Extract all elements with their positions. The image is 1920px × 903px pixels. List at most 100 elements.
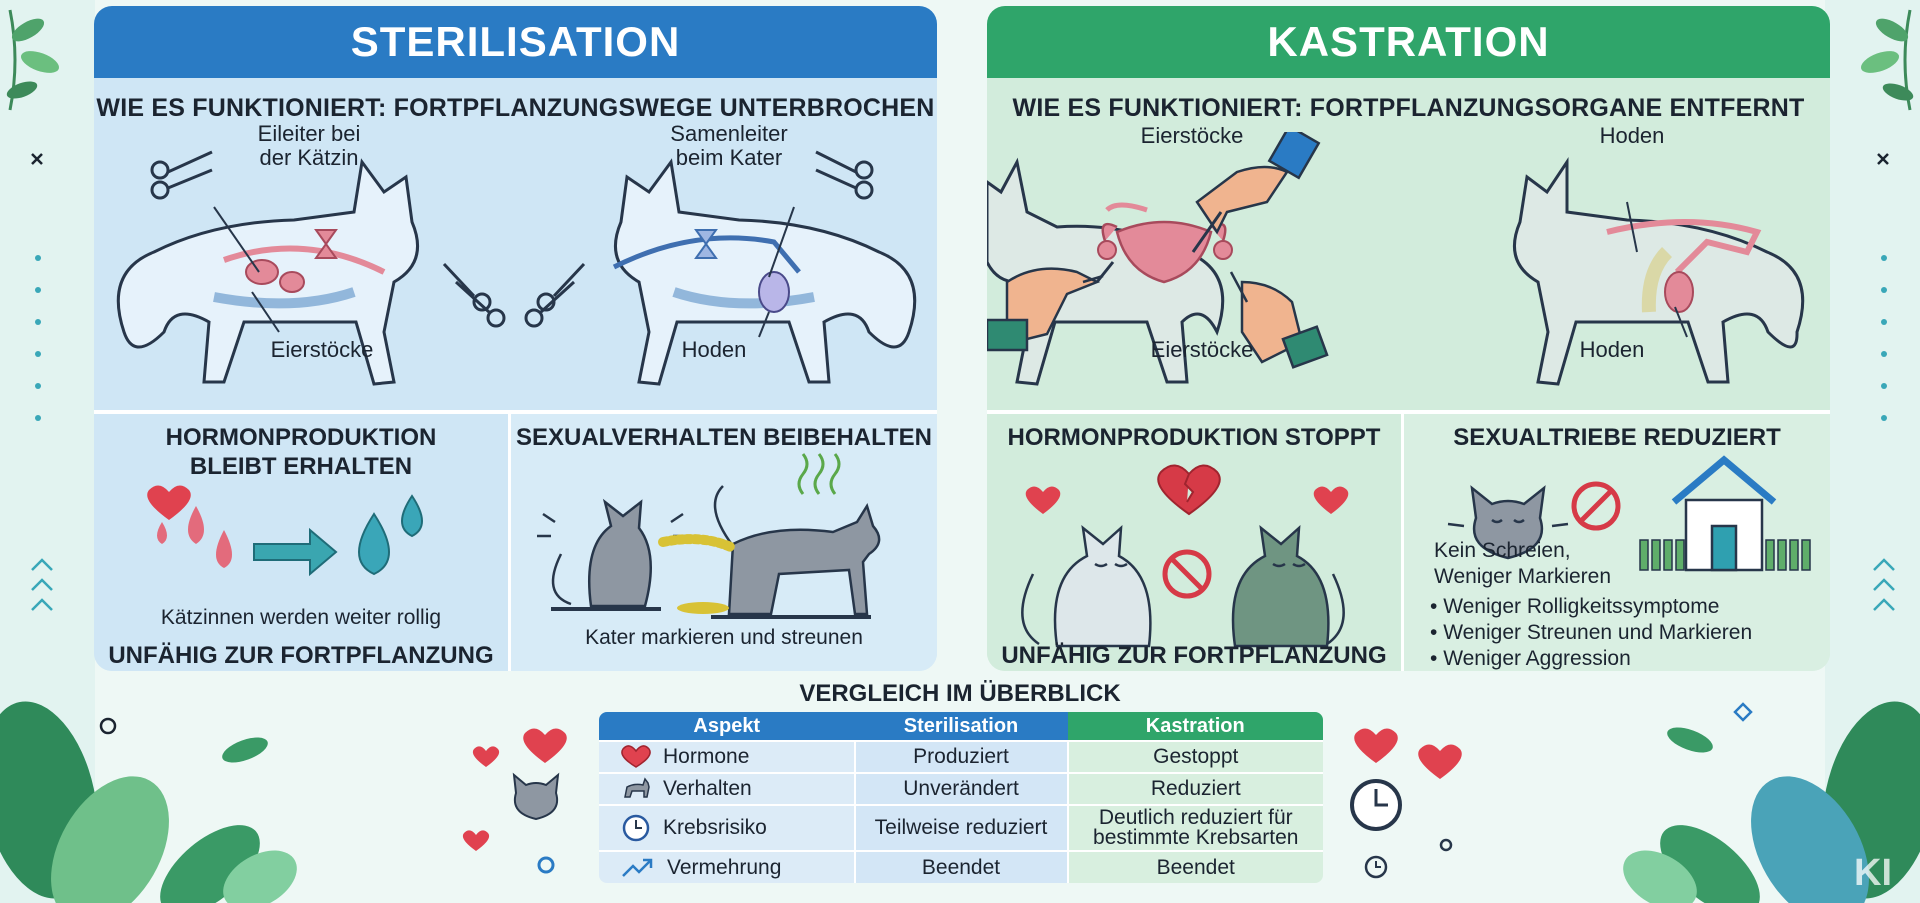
list-item: Weniger Streunen und Markieren <box>1430 620 1752 646</box>
no-sign-icon <box>1571 481 1621 531</box>
samenleiter-label: Samenleiter beim Kater <box>670 121 788 171</box>
aspect-cell: Vermehrung <box>599 850 855 883</box>
decorations-right-of-table <box>1350 728 1462 879</box>
cat-face-icon <box>1447 485 1569 560</box>
floor-line <box>711 615 871 619</box>
smell-lines <box>797 453 841 495</box>
clock-icon <box>622 814 650 842</box>
sterilisation-illustration: Eileiter bei der Kätzin Samenleiter beim… <box>94 121 937 402</box>
kastration-value: Reduziert <box>1066 772 1323 805</box>
behavior-retained-title: SEXUALVERHALTEN BEIBEHALTEN <box>515 424 932 451</box>
hand-with-forceps-icon <box>987 124 1329 369</box>
scissors-icon <box>815 150 874 200</box>
sterilisation-how-title: WIE ES FUNKTIONIERT: FORTPFLANZUNGSWEGE … <box>96 94 935 122</box>
sterilisation-value: Teilweise reduziert <box>853 804 1068 851</box>
infertile-label: UNFÄHIG ZUR FORTPFLANZUNG <box>1001 642 1387 669</box>
heart-icon <box>472 746 500 767</box>
aspect-label: Hormone <box>663 745 750 768</box>
hoden-label: Hoden <box>681 337 747 362</box>
clock-icon <box>1350 779 1402 831</box>
decorative-dots-left <box>31 153 53 611</box>
hoden-bottom-label: Hoden <box>1579 337 1645 362</box>
table-row: Verhalten Unverändert Reduziert <box>599 772 1323 805</box>
heart-icon <box>147 485 191 520</box>
column-header-aspekt: Aspekt <box>599 712 855 741</box>
trend-up-icon <box>622 858 653 877</box>
sterilisation-value: Produziert <box>853 740 1068 773</box>
spray-mark <box>658 534 738 553</box>
happy-cat-icon <box>1021 525 1152 648</box>
aspect-cell: Verhalten <box>599 772 855 805</box>
yowling-cat-icon <box>537 498 687 608</box>
scissors-icon <box>524 262 586 328</box>
aspect-label: Krebsrisiko <box>663 816 767 839</box>
heart-icon <box>1025 486 1061 514</box>
drive-reduced-title: SEXUALTRIEBE REDUZIERT <box>1453 424 1781 451</box>
hormone-retained-text: Kätzinnen werden weiter rollig <box>160 606 442 629</box>
infertile-label: UNFÄHIG ZUR FORTPFLANZUNG <box>108 642 494 669</box>
kastration-header: KASTRATION <box>987 6 1830 78</box>
male-cat-illustration <box>613 158 917 386</box>
leaf-decoration-top-right <box>1860 9 1914 111</box>
heart-icon <box>1418 744 1462 779</box>
table-header-row: Aspekt Sterilisation Kastration <box>599 712 1323 741</box>
drop-icon <box>188 506 204 544</box>
list-item: Weniger Rolligkeitssymptome <box>1430 594 1752 620</box>
drop-icon <box>401 494 423 538</box>
drive-reduced-box: SEXUALTRIEBE REDUZIERT Kein Schreien, We… <box>1404 410 1830 671</box>
eierstoecke-top-label: Eierstöcke <box>1140 123 1244 148</box>
heart-icon <box>1354 728 1398 763</box>
eileiter-label: Eileiter bei der Kätzin <box>257 121 361 171</box>
drop-icon <box>157 522 167 544</box>
leaf-decoration-top-left <box>6 9 60 111</box>
comparison-table: Aspekt Sterilisation Kastration Hormone … <box>599 712 1323 883</box>
behavior-retained-text: Kater markieren und streunen <box>585 626 863 649</box>
table-row: Vermehrung Beendet Beendet <box>599 850 1323 883</box>
hormone-stop-title: HORMONPRODUKTION STOPPT <box>1007 424 1381 451</box>
behavior-retained-box: SEXUALVERHALTEN BEIBEHALTEN Kater markie… <box>511 410 937 671</box>
eierstoecke-label: Eierstöcke <box>270 337 374 362</box>
aspect-cell: Hormone <box>599 740 855 773</box>
hormone-retained-box: HORMONPRODUKTION BLEIBT ERHALTEN Kätzinn… <box>94 410 511 671</box>
column-header-sterilisation: Sterilisation <box>854 712 1068 741</box>
eierstoecke-bottom-label: Eierstöcke <box>1150 337 1254 362</box>
kastration-illustration: Eierstöcke Eierstöcke Hoden Hoden <box>987 123 1830 402</box>
drop-icon <box>358 512 390 576</box>
marking-cat-icon <box>713 485 881 616</box>
list-item: Weniger Aggression <box>1430 646 1752 671</box>
cat-face-icon <box>512 772 560 821</box>
kastration-how-title: WIE ES FUNKTIONIERT: FORTPFLANZUNGSORGAN… <box>1012 94 1805 122</box>
aspect-label: Verhalten <box>663 777 752 800</box>
hormone-stop-box: HORMONPRODUKTION STOPPT UNFÄHIG ZUR FORT… <box>987 410 1404 671</box>
decorations-left-of-table <box>462 728 567 874</box>
sterilisation-panel: STERILISATION WIE ES FUNKTIONIERT: FORTP… <box>94 6 937 671</box>
house-icon <box>1671 455 1777 572</box>
leaf-decoration-bottom-right <box>1623 701 1920 903</box>
kastration-value: Deutlich reduziert für bestimmte Krebsar… <box>1066 804 1323 851</box>
broken-heart-icon <box>1157 464 1221 516</box>
no-sign-icon <box>1162 549 1212 599</box>
floor-line <box>551 607 661 611</box>
comparison-title: VERGLEICH IM ÜBERBLICK <box>799 680 1121 707</box>
column-header-kastration: Kastration <box>1067 712 1323 741</box>
clock-icon <box>1364 855 1388 879</box>
sterilisation-value: Beendet <box>853 850 1068 883</box>
scissors-icon <box>442 262 506 328</box>
puddle-mark <box>677 602 729 614</box>
aspect-cell: Krebsrisiko <box>599 804 855 851</box>
kastration-value: Gestoppt <box>1066 740 1323 773</box>
kastration-panel: KASTRATION WIE ES FUNKTIONIERT: FORTPFLA… <box>987 6 1830 671</box>
drive-reduced-bullets: Weniger Rolligkeitssymptome Weniger Stre… <box>1430 594 1752 671</box>
table-row: Hormone Produziert Gestoppt <box>599 740 1323 773</box>
table-row: Krebsrisiko Teilweise reduziert Deutlich… <box>599 804 1323 851</box>
heart-icon <box>621 745 651 768</box>
hormone-retained-title: HORMONPRODUKTION BLEIBT ERHALTEN <box>165 424 437 480</box>
calm-cat-icon <box>1231 525 1345 648</box>
kastration-value: Beendet <box>1066 850 1323 883</box>
arrow-right-icon <box>253 527 338 577</box>
drop-icon <box>216 530 232 568</box>
leaf-decoration-bottom-left <box>0 701 297 903</box>
scissors-icon <box>150 150 213 200</box>
decorative-dots-right <box>1873 153 1895 611</box>
drive-reduced-text: Kein Schreien, Weniger Markieren <box>1434 539 1612 588</box>
